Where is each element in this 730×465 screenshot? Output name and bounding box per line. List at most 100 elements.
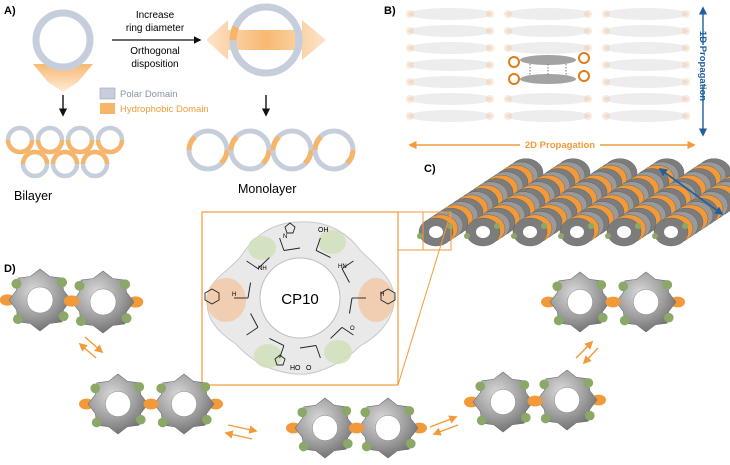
- blurred-molecule: [604, 8, 688, 20]
- blurred-side-chain: [602, 112, 610, 120]
- blurred-side-chain: [584, 27, 592, 35]
- blurred-molecule: [408, 42, 492, 54]
- blurred-side-chain: [504, 44, 512, 52]
- stack-pore: [429, 226, 443, 238]
- monolayer-ring-hydrophobic-arc: [345, 149, 356, 165]
- polar-bump: [552, 281, 562, 292]
- backbone-bond: [247, 282, 252, 299]
- blurred-side-chain: [486, 10, 494, 18]
- side-chain-bond: [341, 260, 354, 269]
- blurred-molecule: [604, 76, 688, 88]
- surface-pore: [567, 289, 593, 315]
- stack-polar-bump: [494, 223, 500, 229]
- arrow-text-orthogonal: Orthogonal: [130, 46, 179, 57]
- blurred-side-chain: [602, 27, 610, 35]
- polar-bump: [360, 407, 371, 418]
- panel-label-b: B): [384, 5, 396, 17]
- polar-bump: [361, 441, 372, 452]
- bilayer-ring-hydrophobic-arc: [95, 139, 125, 155]
- bilayer-ring-hydrophobic-arc: [65, 139, 95, 155]
- backbone-bond: [250, 313, 259, 328]
- large-ring-diagram: [206, 3, 326, 117]
- blurred-side-chain: [406, 61, 414, 69]
- surface-pore: [375, 415, 401, 441]
- polar-bump: [11, 278, 22, 289]
- polar-bump: [476, 415, 487, 426]
- blurred-side-chain: [584, 95, 592, 103]
- blurred-molecule: [604, 59, 688, 71]
- polar-bump: [156, 383, 166, 394]
- monolayer-ring-hydrophobic-arc: [303, 149, 314, 165]
- hydrophobic-contact: [349, 422, 364, 434]
- blurred-molecule: [408, 25, 492, 37]
- surface-pore: [171, 391, 197, 417]
- blurred-side-chain: [602, 61, 610, 69]
- hydrophobic-patch-left: [206, 278, 246, 322]
- blurred-side-chain: [602, 10, 610, 18]
- polar-bump: [298, 441, 309, 452]
- stack-pore: [523, 226, 537, 238]
- polar-bump: [598, 312, 608, 323]
- polar-bump: [619, 315, 630, 326]
- polar-bump: [121, 313, 132, 324]
- indole-ring: [204, 288, 220, 305]
- backbone-bond: [348, 297, 353, 314]
- polar-bump: [585, 410, 595, 421]
- blurred-side-chain: [682, 27, 690, 35]
- polar-bump: [662, 280, 673, 290]
- indole-ring: [380, 288, 396, 305]
- polar-bump: [136, 414, 146, 425]
- monolayer-ring-hydrophobic-arc: [261, 149, 272, 165]
- atom-label-oh: OH: [318, 227, 329, 234]
- side-chain-bond: [279, 345, 285, 359]
- stack-polar-bump: [417, 233, 423, 239]
- bilayer-ring-hydrophobic-arc: [20, 149, 50, 165]
- equilibrium-arrows: [78, 336, 599, 440]
- stack-pore: [664, 226, 678, 238]
- polar-bump: [90, 383, 100, 394]
- propagation-1d-label: 1D Propagation: [697, 31, 708, 101]
- legend: Polar Domain Hydrophobic Domain: [99, 87, 209, 115]
- stack-direction-arrow-start: [658, 168, 705, 202]
- polar-bump: [74, 280, 85, 291]
- stack-polar-bump: [605, 233, 611, 239]
- blurred-side-chain: [486, 44, 494, 52]
- backbone-bond: [269, 338, 285, 347]
- panel-a: A) Bilayer Increase ring diameter Orthog…: [4, 3, 356, 203]
- stack-polar-bump: [588, 223, 594, 229]
- hydrophobic-contact: [527, 395, 543, 407]
- blurred-side-chain: [584, 44, 592, 52]
- blurred-molecule: [604, 25, 688, 37]
- blurred-side-chain: [602, 95, 610, 103]
- polar-bump: [57, 277, 68, 288]
- polar-bump: [664, 312, 674, 323]
- atom-label-nh: NH: [258, 266, 267, 272]
- panel-label-c: C): [424, 163, 436, 175]
- stack-polar-bump: [652, 233, 658, 239]
- stack-pore: [476, 226, 490, 238]
- blurred-side-chain: [406, 44, 414, 52]
- legend-text-hydrophobic: Hydrophobic Domain: [120, 104, 209, 115]
- arrow-text-disposition: disposition: [131, 59, 178, 70]
- stack-polar-bump: [558, 233, 564, 239]
- side-chain-bond: [315, 345, 321, 359]
- bilayer-ring-hydrophobic-arc: [50, 149, 80, 165]
- stack-polar-bump: [541, 223, 547, 229]
- panel-c: C): [397, 158, 730, 386]
- propagation-2d-label: 2D Propagation: [525, 140, 595, 151]
- surface-pore: [312, 415, 338, 441]
- blurred-side-chain: [682, 95, 690, 103]
- nanotube-stack: [417, 158, 730, 247]
- blurred-molecule: [506, 93, 590, 105]
- polar-bump: [120, 279, 131, 290]
- surface-pore: [26, 286, 54, 314]
- side-chain-bond: [279, 237, 285, 251]
- bilayer-label: Bilayer: [14, 189, 52, 203]
- backbone-bond: [299, 345, 317, 349]
- atom-label-hn: HN: [338, 264, 347, 270]
- atom-label-o2: O: [306, 365, 312, 372]
- blurred-molecule: [506, 110, 590, 122]
- blurred-molecule: [604, 42, 688, 54]
- bilayer-ring-hydrophobic-arc: [35, 139, 65, 155]
